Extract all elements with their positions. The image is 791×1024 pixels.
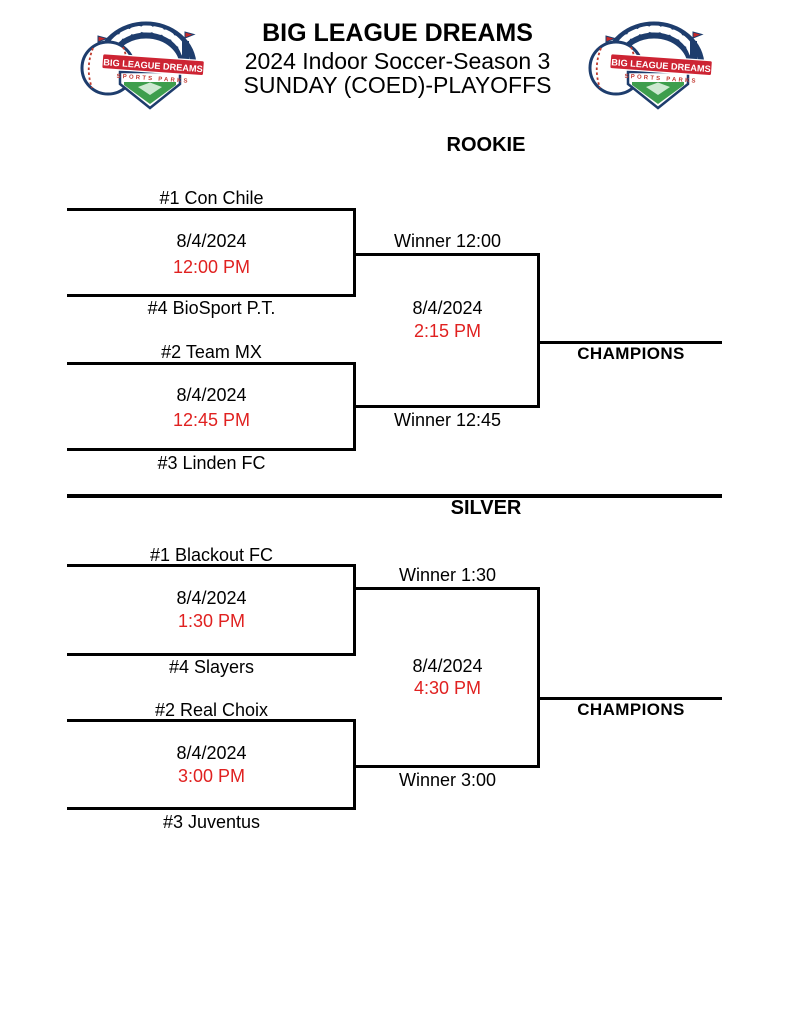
division-divider: [67, 494, 722, 498]
baseball-seam-left: [595, 47, 602, 89]
silver-champions-label: CHAMPIONS: [577, 700, 685, 719]
silver-sf-bottom-line: [355, 765, 540, 768]
silver-champion-line: [540, 697, 722, 700]
silver-m1-bottom-line: [67, 653, 356, 656]
division-header-rookie: ROOKIE: [446, 134, 526, 156]
big-league-dreams-logo: BIG LEAGUE DREAMS SPORTS PARKS: [80, 21, 205, 110]
silver-m1-right-line: [353, 564, 356, 656]
rookie-m1-bottom-line: [67, 294, 356, 297]
silver-winner-top-label: Winner 1:30: [398, 565, 497, 585]
rookie-m1-team-top-label: #1 Con Chile: [159, 188, 264, 208]
silver-sf-date-label: 8/4/2024: [412, 656, 483, 676]
page-title: BIG LEAGUE DREAMS: [262, 19, 533, 47]
flag-right-icon: [692, 31, 704, 41]
silver-m1-time-label: 1:30 PM: [177, 611, 246, 631]
logo-banner: [101, 53, 205, 77]
silver-m1-team-top-label: #1 Blackout FC: [149, 545, 274, 565]
rookie-sf-bottom-line: [355, 405, 540, 408]
infield-diamond-icon: [138, 82, 162, 95]
stadium-tower-right: [182, 41, 189, 61]
rookie-m1-time-label: 12:00 PM: [172, 257, 251, 277]
rookie-m2-bottom-line: [67, 448, 356, 451]
silver-m2-date-label: 8/4/2024: [176, 743, 247, 763]
baseball-seam-left: [87, 47, 94, 89]
stadium-tower-right: [690, 41, 697, 61]
logo-subtext: SPORTS PARKS: [116, 74, 190, 85]
rookie-m2-top-line: [67, 362, 356, 365]
page-subtitle-day: SUNDAY (COED)-PLAYOFFS: [243, 72, 552, 98]
silver-sf-top-line: [355, 587, 540, 590]
rookie-winner-top-label: Winner 12:00: [393, 231, 502, 251]
rookie-winner-bottom-label: Winner 12:45: [393, 410, 502, 430]
rookie-champions-label: CHAMPIONS: [577, 344, 685, 363]
silver-m2-time-label: 3:00 PM: [177, 766, 246, 786]
rookie-sf-date-label: 8/4/2024: [412, 298, 483, 318]
silver-sf-time-label: 4:30 PM: [413, 678, 482, 698]
rookie-m1-right-line: [353, 208, 356, 297]
rookie-champion-line: [540, 341, 722, 344]
rookie-m2-time-label: 12:45 PM: [172, 410, 251, 430]
logo-banner: [609, 53, 713, 77]
rookie-m2-date-label: 8/4/2024: [176, 385, 247, 405]
rookie-sf-top-line: [355, 253, 540, 256]
rookie-m1-date-label: 8/4/2024: [176, 231, 247, 251]
silver-winner-bottom-label: Winner 3:00: [398, 770, 497, 790]
rookie-m2-right-line: [353, 362, 356, 451]
silver-m1-top-line: [67, 564, 356, 567]
silver-m2-team-bottom-label: #3 Juventus: [162, 812, 261, 832]
rookie-m2-team-top-label: #2 Team MX: [161, 342, 262, 362]
logo-subtext: SPORTS PARKS: [624, 74, 698, 85]
silver-sf-right-line: [537, 587, 540, 768]
silver-m2-bottom-line: [67, 807, 356, 810]
silver-m2-team-top-label: #2 Real Choix: [154, 700, 269, 720]
rookie-m1-top-line: [67, 208, 356, 211]
silver-m2-right-line: [353, 719, 356, 810]
silver-m1-date-label: 8/4/2024: [176, 588, 247, 608]
rookie-sf-right-line: [537, 253, 540, 408]
silver-m2-top-line: [67, 719, 356, 722]
flag-right-icon: [184, 31, 196, 41]
rookie-sf-time-label: 2:15 PM: [413, 321, 482, 341]
rookie-m1-team-bottom-label: #4 BioSport P.T.: [147, 298, 276, 318]
silver-m1-team-bottom-label: #4 Slayers: [168, 657, 255, 677]
division-header-silver: SILVER: [450, 497, 522, 519]
infield-diamond-icon: [646, 82, 670, 95]
page-subtitle-season: 2024 Indoor Soccer-Season 3: [244, 48, 551, 74]
rookie-m2-team-bottom-label: #3 Linden FC: [157, 453, 266, 473]
big-league-dreams-logo: BIG LEAGUE DREAMS SPORTS PARKS: [588, 21, 713, 110]
